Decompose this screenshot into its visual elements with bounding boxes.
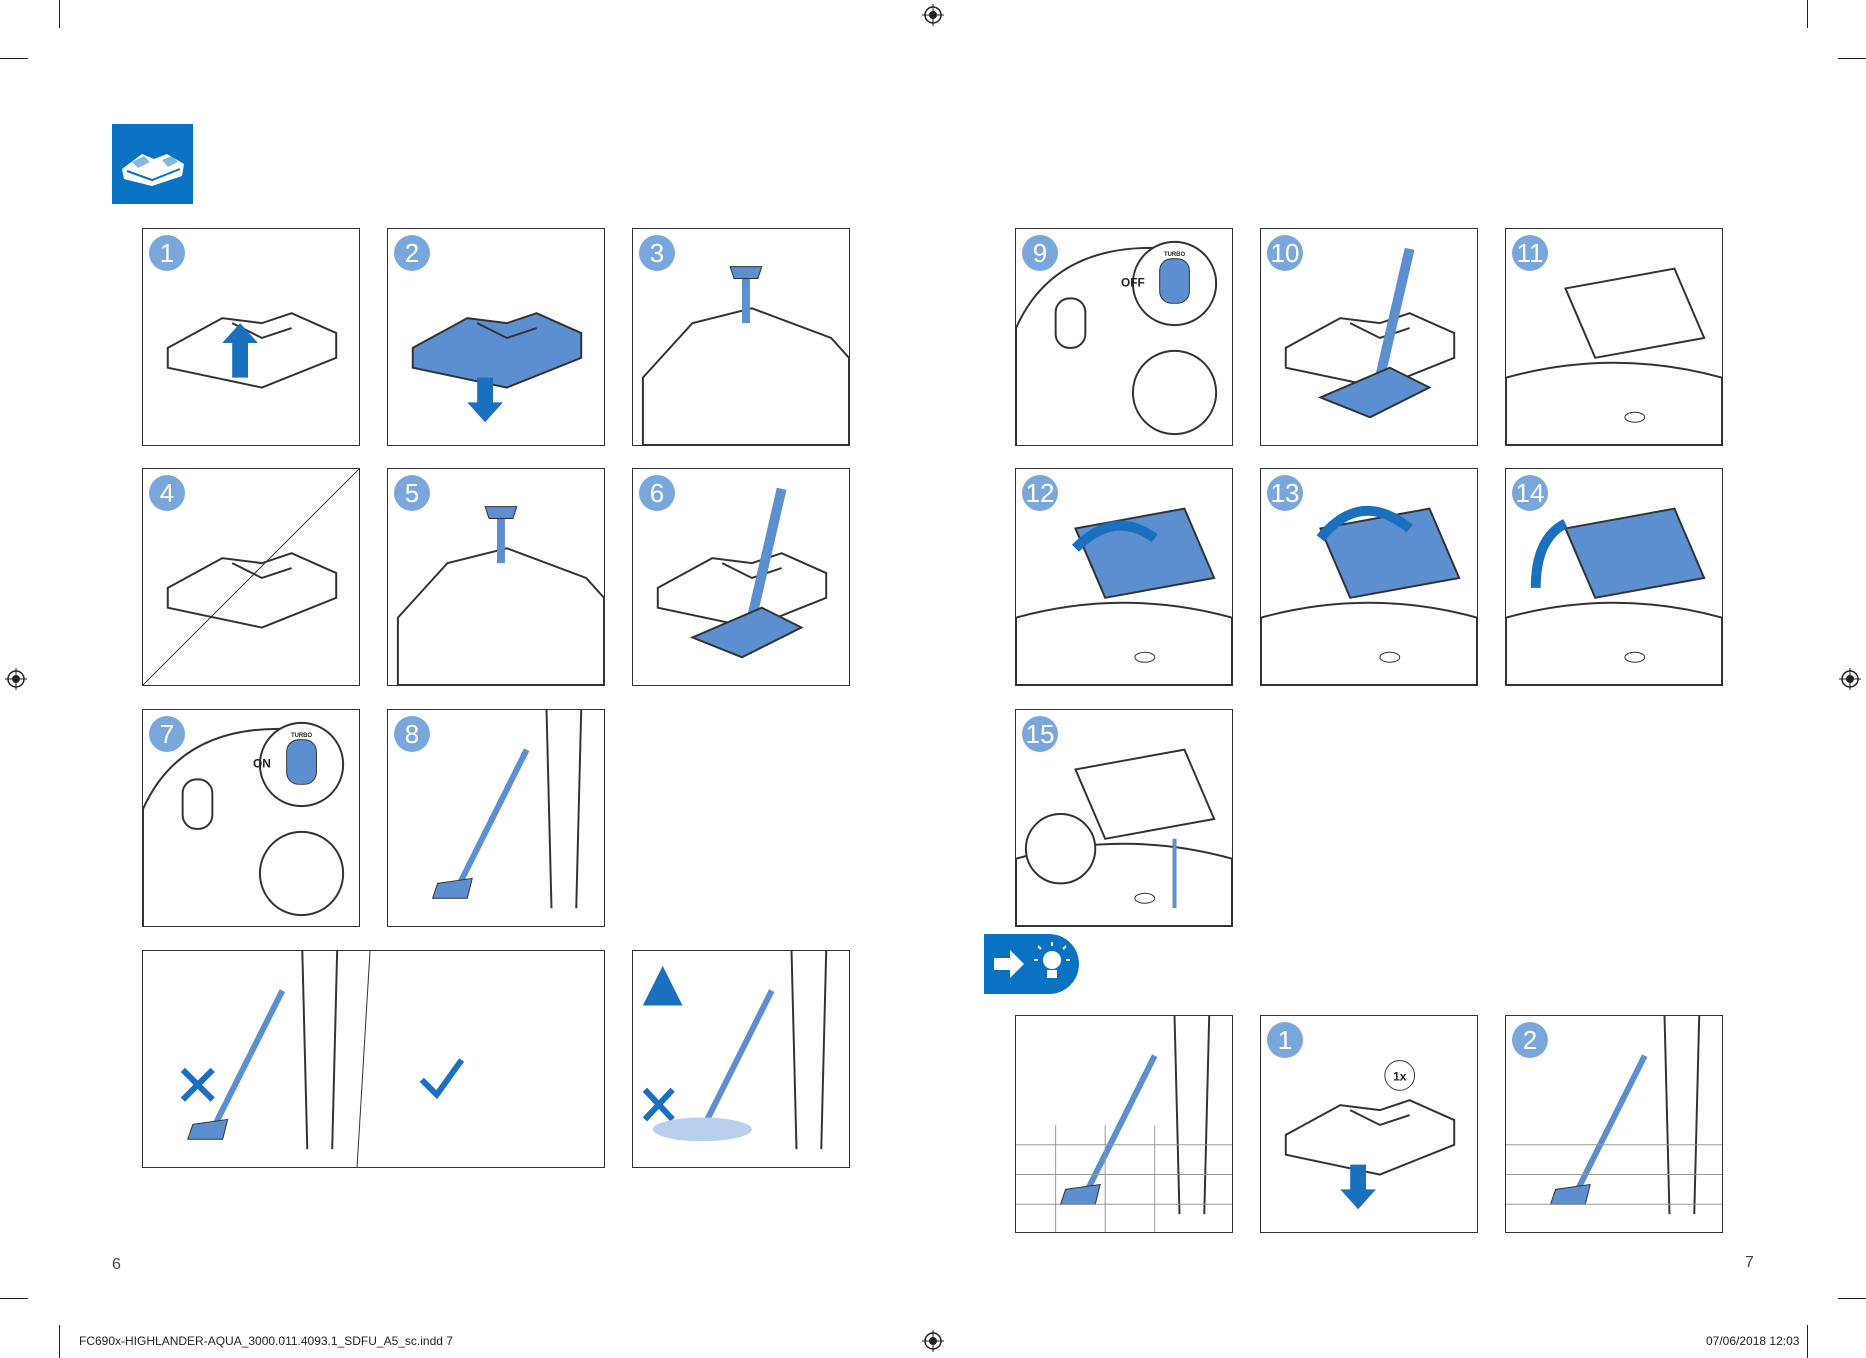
svg-text:ON: ON xyxy=(253,756,271,770)
step-number-badge: 8 xyxy=(394,716,430,752)
step-6-panel: 6 xyxy=(632,468,850,686)
registration-mark-icon xyxy=(5,668,27,690)
step-number-badge: 15 xyxy=(1022,716,1058,752)
step-illustration xyxy=(1506,1016,1722,1215)
step-13-panel: 13 xyxy=(1260,468,1478,686)
step-5-panel: 5 xyxy=(387,468,605,686)
crop-mark xyxy=(59,1325,60,1358)
step-illustration xyxy=(1261,505,1477,685)
step-14-panel: 14 xyxy=(1505,468,1723,686)
step-illustration: 1x xyxy=(1284,1060,1456,1210)
step-illustration xyxy=(431,710,583,909)
step-illustration xyxy=(166,312,338,389)
step-illustration xyxy=(1506,267,1722,445)
step-number-badge: 10 xyxy=(1267,235,1303,271)
page-number-left: 6 xyxy=(112,1256,121,1273)
step-4-panel: 4 xyxy=(142,468,360,686)
step-2-panel: 2 xyxy=(387,228,605,446)
step-12-panel: 12 xyxy=(1015,468,1233,686)
crop-mark xyxy=(59,0,60,28)
step-number-badge: 7 xyxy=(149,716,185,752)
step-3-panel: 3 xyxy=(632,228,850,446)
step-number-badge: 4 xyxy=(149,475,185,511)
step-illustration xyxy=(1506,507,1722,685)
registration-mark-icon xyxy=(922,1330,944,1352)
step-number-badge: 2 xyxy=(1512,1022,1548,1058)
step-10-panel: 10 xyxy=(1260,228,1478,446)
step-illustration xyxy=(411,312,583,423)
tip-step-1-panel: 1x 1 xyxy=(1260,1015,1478,1233)
svg-text:OFF: OFF xyxy=(1121,275,1145,289)
warning-panel xyxy=(632,950,850,1168)
tip-lightbulb-icon xyxy=(984,934,1079,994)
crop-mark xyxy=(1807,1325,1808,1358)
step-illustration xyxy=(396,506,604,685)
svg-text:1x: 1x xyxy=(1393,1069,1407,1083)
step-number-badge: 1 xyxy=(1267,1022,1303,1058)
step-number-badge: 14 xyxy=(1512,475,1548,511)
step-illustration: ON TURBO xyxy=(143,721,345,926)
step-number-badge: 13 xyxy=(1267,475,1303,511)
step-illustration xyxy=(1016,748,1232,926)
step-number-badge: 11 xyxy=(1512,235,1548,271)
tip-step-2-panel: 2 xyxy=(1505,1015,1723,1233)
floor-type-panel xyxy=(142,950,605,1168)
crop-mark xyxy=(0,1298,28,1299)
step-7-panel: ON TURBO 7 xyxy=(142,709,360,927)
step-1-panel: 1 xyxy=(142,228,360,446)
step-number-badge: 1 xyxy=(149,235,185,271)
step-8-panel: 8 xyxy=(387,709,605,927)
step-illustration xyxy=(642,951,828,1150)
registration-mark-icon xyxy=(922,4,944,26)
step-11-panel: 11 xyxy=(1505,228,1723,446)
step-number-badge: 12 xyxy=(1022,475,1058,511)
crop-mark xyxy=(0,58,28,59)
step-illustration xyxy=(1284,247,1456,419)
footer-date: 07/06/2018 12:03 xyxy=(1706,1334,1800,1348)
step-number-badge: 2 xyxy=(394,235,430,271)
step-illustration xyxy=(143,469,359,685)
step-illustration xyxy=(1016,507,1232,685)
crop-mark xyxy=(1838,1298,1866,1299)
step-15-panel: 15 xyxy=(1015,709,1233,927)
step-number-badge: 6 xyxy=(639,475,675,511)
turbo-label: TURBO xyxy=(291,733,312,739)
step-illustration: OFF TURBO xyxy=(1016,240,1218,445)
step-illustration xyxy=(656,487,828,659)
step-number-badge: 3 xyxy=(639,235,675,271)
step-number-badge: 9 xyxy=(1022,235,1058,271)
step-illustration xyxy=(180,951,465,1167)
step-number-badge: 5 xyxy=(394,475,430,511)
crop-mark xyxy=(1807,0,1808,28)
page-number-right: 7 xyxy=(1745,1254,1754,1271)
tip-dirty-floor-panel xyxy=(1015,1015,1233,1233)
crop-mark xyxy=(1838,58,1866,59)
turbo-label: TURBO xyxy=(1164,252,1185,258)
step-9-panel: OFF TURBO 9 xyxy=(1015,228,1233,446)
mop-attachment-icon xyxy=(112,124,193,204)
step-illustration xyxy=(1016,1016,1232,1232)
footer-filename: FC690x-HIGHLANDER-AQUA_3000.011.4093.1_S… xyxy=(79,1334,453,1348)
registration-mark-icon xyxy=(1839,668,1861,690)
step-illustration xyxy=(641,266,849,445)
